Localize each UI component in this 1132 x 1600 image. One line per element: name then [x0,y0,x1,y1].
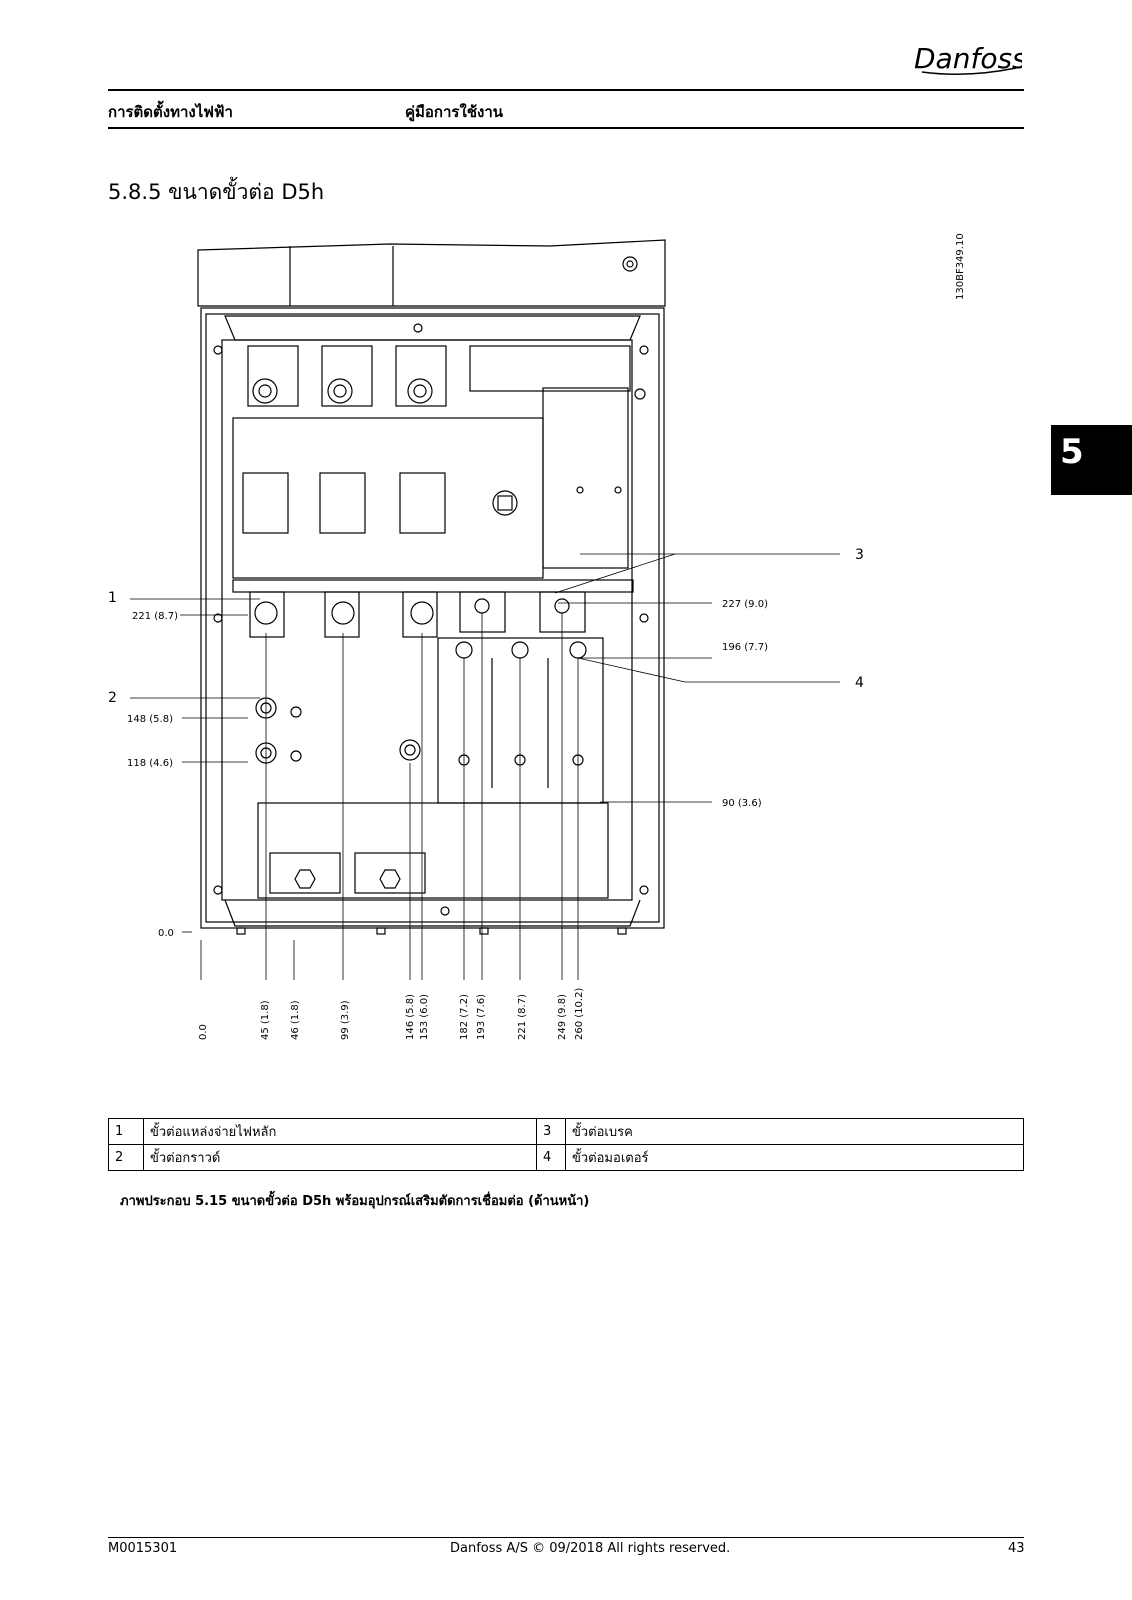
legend-text: ขั้วต่อกราวด์ [143,1144,537,1171]
callout-3: 3 [855,547,864,563]
section-title: 5.8.5 ขนาดขั้วต่อ D5h [108,180,325,204]
dim-right-196: 196 (7.7) [722,642,768,653]
footer-copyright: Danfoss A/S © 09/2018 All rights reserve… [450,1541,731,1556]
dim-right-227: 227 (9.0) [722,599,768,610]
callout-2: 2 [108,690,117,706]
footer-rule [108,1537,1024,1538]
legend-text: ขั้วต่อแหล่งจ่ายไฟหลัก [143,1118,537,1145]
header-rule-bottom [108,127,1024,129]
dim-bottom-0: 0.0 [198,1024,209,1040]
dim-bottom-153: 153 (6.0) [419,994,430,1040]
footer-page-number: 43 [1008,1541,1025,1556]
dim-bottom-45: 45 (1.8) [260,1000,271,1040]
header-rule-top [108,89,1024,91]
dim-bottom-193: 193 (7.6) [476,994,487,1040]
dim-bottom-221: 221 (8.7) [517,994,528,1040]
legend-text: ขั้วต่อมอเตอร์ [565,1144,1024,1171]
legend-row: 1 ขั้วต่อแหล่งจ่ายไฟหลัก 3 ขั้วต่อเบรค [108,1118,1024,1145]
header-chapter: การติดตั้งทางไฟฟ้า [108,103,233,121]
footer-doc-id: M0015301 [108,1541,178,1556]
legend-row: 2 ขั้วต่อกราวด์ 4 ขั้วต่อมอเตอร์ [108,1144,1024,1171]
callout-4: 4 [855,675,864,691]
figure-caption: ภาพประกอบ 5.15 ขนาดขั้วต่อ D5h พร้อมอุปก… [120,1194,590,1209]
legend-number: 4 [536,1144,566,1171]
dim-bottom-260: 260 (10.2) [574,988,585,1040]
dim-bottom-182: 182 (7.2) [459,994,470,1040]
dim-bottom-99: 99 (3.9) [340,1000,351,1040]
callout-1: 1 [108,590,117,606]
drawing-code: 130BF349.10 [955,233,966,300]
dim-bottom-46: 46 (1.8) [290,1000,301,1040]
dim-left-118: 118 (4.6) [127,758,173,769]
legend-number: 3 [536,1118,566,1145]
legend-number: 2 [108,1144,144,1171]
terminal-dimensions-drawing: 1 2 3 4 221 (8.7) 148 (5.8) 118 (4.6) 0.… [108,239,864,1040]
dim-bottom-146: 146 (5.8) [405,994,416,1040]
dim-right-90: 90 (3.6) [722,798,762,809]
header-manual: คู่มือการใช้งาน [405,103,503,121]
danfoss-logo: Danfoss [914,42,1022,75]
chapter-tab [1051,425,1132,495]
legend-text: ขั้วต่อเบรค [565,1118,1024,1145]
dim-bottom-249: 249 (9.8) [557,994,568,1040]
legend-table: 1 ขั้วต่อแหล่งจ่ายไฟหลัก 3 ขั้วต่อเบรค 2… [108,1118,1024,1171]
legend-number: 1 [108,1118,144,1145]
chapter-tab-number: 5 [1060,432,1084,472]
dim-left-0: 0.0 [158,928,174,939]
dim-left-148: 148 (5.8) [127,714,173,725]
dim-left-221: 221 (8.7) [132,611,178,622]
